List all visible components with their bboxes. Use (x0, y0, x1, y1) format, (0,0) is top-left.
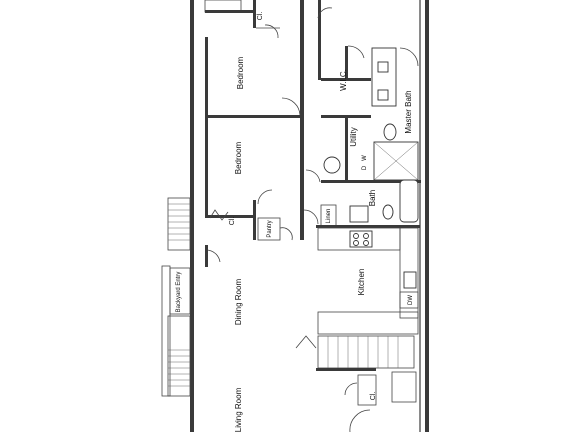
front-door-swing (349, 409, 371, 432)
kitchen-counter-right (399, 227, 419, 319)
label-closet-mid: Cl. (229, 217, 236, 226)
label-closet-top: Cl. (257, 12, 264, 21)
bath-vanity (349, 205, 369, 223)
interior-stairs (317, 335, 415, 369)
wic-door-swing (347, 45, 365, 59)
bedroom-top-door-swing (281, 97, 301, 116)
master-bath-toilet (383, 123, 397, 141)
master-bath-shower-x (373, 141, 419, 181)
master-bath-door-swing (399, 47, 419, 67)
label-backyard-entry: Backyard Entry (176, 272, 182, 313)
dishwasher-box (399, 291, 419, 309)
lower-closet-box (357, 374, 377, 406)
utility-bottom-wall (321, 180, 421, 183)
corridor-right-wall-top (318, 0, 321, 80)
label-master-bath: Master Bath (404, 90, 413, 133)
label-washer: W (362, 155, 368, 161)
label-living-room: Living Room (234, 387, 243, 432)
utility-side-wall (345, 115, 348, 183)
top-door-swing (317, 7, 333, 19)
interior-stair-treads (327, 336, 399, 368)
utility-water-heater (323, 156, 341, 174)
bedroom-divider-wall (205, 115, 300, 118)
kitchen-range-burners (353, 233, 369, 246)
label-dw: DW (408, 295, 414, 305)
kitchen-counter-bottom (317, 311, 419, 335)
label-kitchen: Kitchen (357, 269, 366, 296)
left-exterior-wall (190, 0, 194, 432)
pantry-door-swing (279, 227, 293, 241)
master-bath-sink-top (377, 61, 389, 73)
label-bath: Bath (368, 190, 377, 206)
top-closet-door-swing (264, 24, 279, 39)
label-bedroom-mid: Bedroom (234, 141, 243, 174)
lower-stair-landing (391, 371, 417, 403)
pantry-box (257, 217, 281, 241)
closet-mid-bifold (209, 209, 229, 221)
lower-closet-door-swing (344, 382, 358, 396)
right-exterior-wall-inner (419, 0, 421, 432)
right-exterior-wall (425, 0, 429, 432)
label-dryer: D (362, 165, 368, 170)
bedroom-mid-door-swing (257, 189, 273, 205)
backyard-deck-edge (161, 265, 171, 397)
label-pantry: Pantry (267, 220, 273, 237)
corridor-left-wall (300, 0, 304, 240)
bedroom-left-wall (205, 37, 208, 217)
linen-door-swing (303, 209, 319, 225)
label-dining-room: Dining Room (234, 279, 243, 326)
backyard-entry-wall (205, 245, 208, 267)
top-closet-wall (205, 10, 255, 13)
bath-toilet (382, 204, 394, 220)
label-wic: W.I.C. (339, 69, 348, 91)
kitchen-range (349, 230, 373, 248)
backyard-stair-treads-upper (168, 203, 190, 241)
kitchen-sink (403, 271, 417, 289)
backyard-stair-treads-lower (168, 349, 190, 387)
bedroom-mid-bottom-wall (205, 215, 255, 218)
label-closet-bottom: Cl. (370, 392, 377, 401)
backyard-stairs-upper (167, 197, 191, 251)
wic-side-wall (345, 46, 348, 81)
stair-bottom-wall (316, 368, 376, 371)
bath-bottom-wall (316, 225, 420, 228)
backyard-door-swing (205, 249, 221, 263)
bath-tub (399, 179, 419, 223)
label-utility: Utility (349, 127, 358, 147)
master-bath-sink-bottom (377, 89, 389, 101)
top-closet-side-wall (253, 0, 256, 28)
utility-door-swing (305, 169, 321, 183)
stair-rail-left (295, 335, 317, 349)
label-bedroom-top: Bedroom (236, 56, 245, 89)
label-linen: Linen (326, 209, 332, 224)
closet-mid-side-wall (253, 200, 256, 240)
